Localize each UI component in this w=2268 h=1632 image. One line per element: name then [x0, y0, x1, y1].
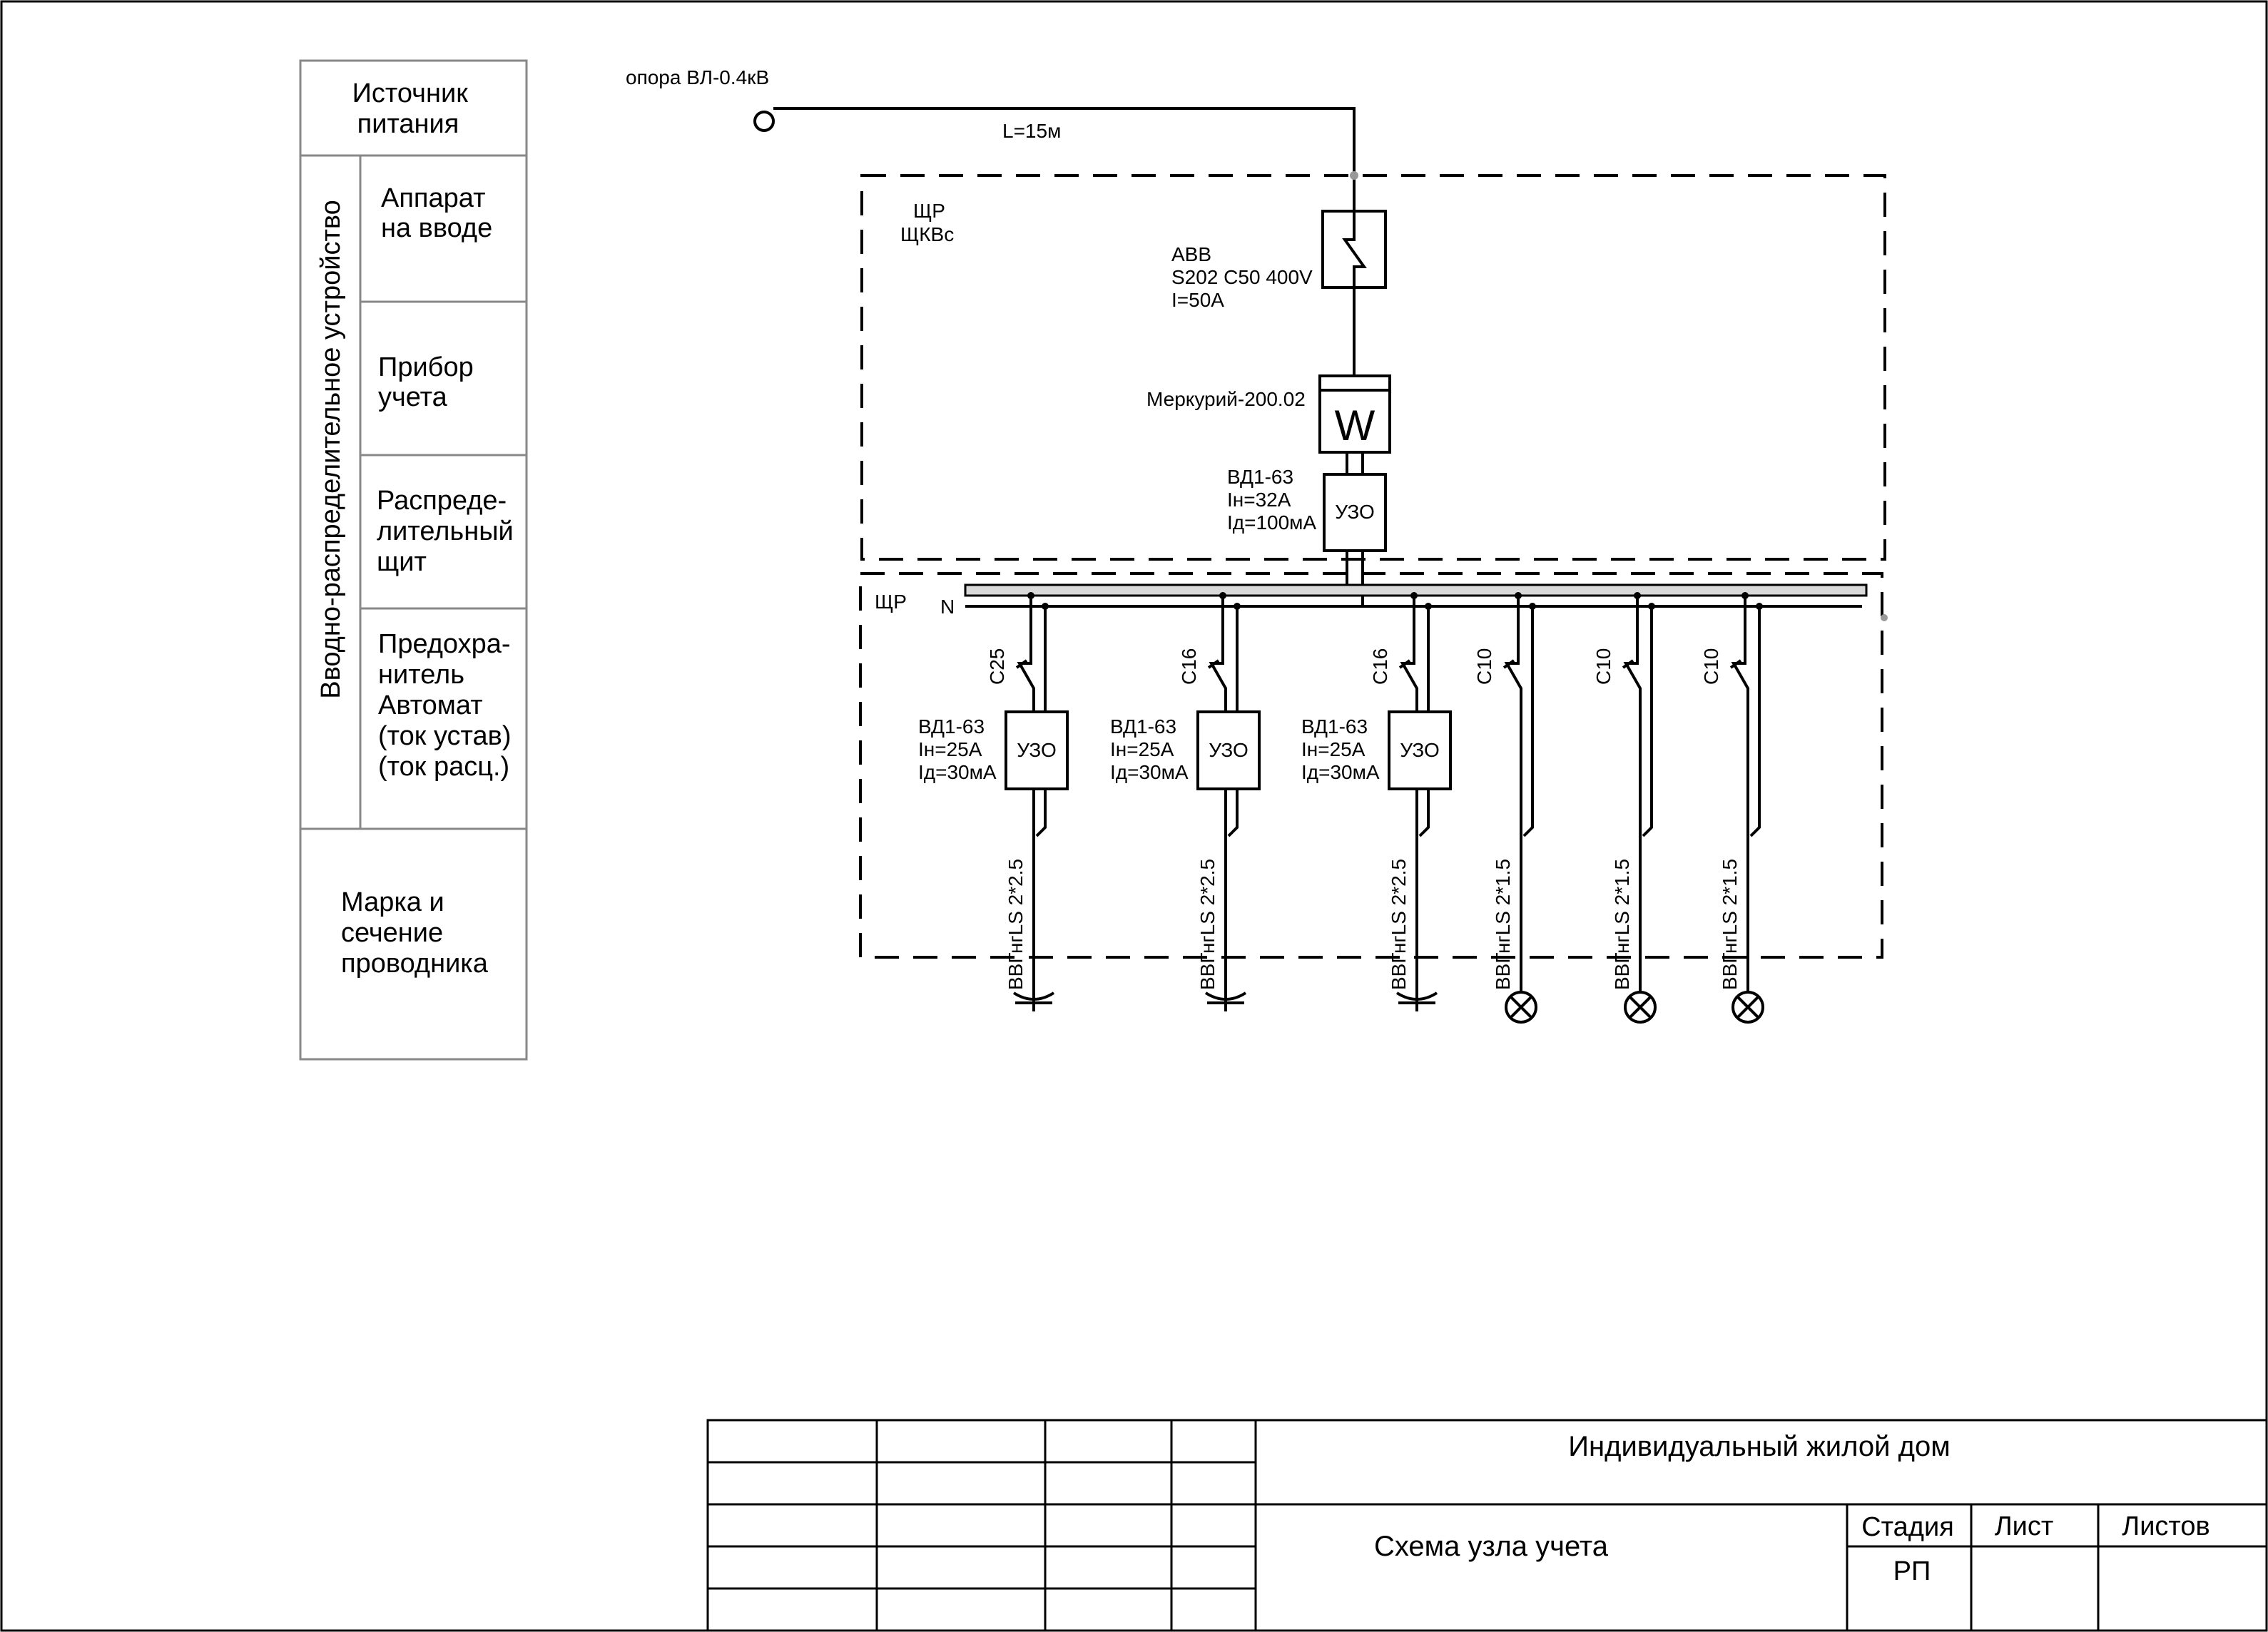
breaker-rating: C10	[1700, 648, 1722, 685]
stage-header: Стадия	[1861, 1512, 1954, 1542]
cable-label: ВВГнгLS 2*1.5	[1719, 859, 1741, 990]
cable-label: ВВГнгLS 2*2.5	[1005, 859, 1027, 990]
meter-symbol: W	[1335, 402, 1375, 449]
project-title: Индивидуальный жилой дом	[1568, 1431, 1950, 1462]
legend-dist-board: Распреде- лительный щит	[377, 486, 521, 577]
socket-icon	[1395, 991, 1438, 1011]
input-board: ЩР ЩКВс ABB S202 C50 400V I=50A W Меркур…	[860, 174, 1886, 606]
pole-label: опора ВЛ-0.4кВ	[626, 66, 769, 88]
neutral-out	[1749, 712, 1761, 837]
lamp-circle	[1624, 991, 1657, 1024]
sheet-title: Схема узла учета	[1374, 1531, 1609, 1562]
sheets-header: Листов	[2122, 1511, 2209, 1541]
legend-table: Источник питания Вводно-распределительно…	[299, 59, 528, 1061]
dist-board-label: ЩР	[875, 591, 907, 613]
neutral-out	[1642, 712, 1653, 837]
lamp-cross	[1736, 995, 1760, 1019]
cable-label: ВВГнгLS 2*1.5	[1492, 859, 1514, 990]
input-rcd-label: ВД1-63 Iн=32А Iд=100мА	[1227, 466, 1316, 534]
pole-terminal-icon	[753, 111, 775, 132]
breaker-switch-icon	[1504, 596, 1522, 712]
line-length-label: L=15м	[1002, 120, 1061, 142]
main-breaker-label: ABB S202 C50 400V I=50A	[1171, 243, 1318, 311]
cable-label: ВВГнгLS 2*1.5	[1611, 859, 1633, 990]
entry-point	[1350, 171, 1358, 180]
breaker-switch-icon	[1400, 596, 1418, 712]
socket-icon	[1204, 991, 1247, 1011]
socket-icon	[1012, 991, 1055, 1011]
lamp-circle	[1505, 991, 1537, 1024]
rcd-symbol: УЗО	[1400, 739, 1440, 761]
lamp-cross	[1628, 995, 1652, 1019]
breaker-hook	[1622, 659, 1634, 669]
breaker-rating: C10	[1592, 648, 1614, 685]
stage-value: РП	[1893, 1556, 1931, 1586]
meter-box	[1318, 374, 1391, 454]
lamp-icon	[1731, 991, 1764, 1024]
legend-source: Источник питания	[352, 78, 476, 139]
breaker-hook	[1207, 659, 1220, 669]
rcd-box	[1196, 710, 1261, 790]
breaker-rating: C16	[1369, 648, 1391, 685]
rcd-box	[1388, 710, 1452, 790]
lamp-cross	[1509, 995, 1533, 1019]
sheet-header: Лист	[1995, 1511, 2054, 1541]
supply-line: опора ВЛ-0.4кВ L=15м	[626, 66, 1358, 211]
breaker-hook	[1502, 659, 1515, 669]
rcd-box	[1005, 710, 1069, 790]
neutral-out	[1035, 789, 1047, 837]
neutral-out	[1227, 789, 1239, 837]
breaker-switch-icon	[1623, 596, 1642, 712]
legend-protection: Предохра- нитель Автомат (ток устав) (то…	[378, 629, 519, 782]
legend-meter: Прибор учета	[378, 352, 481, 412]
title-block: Индивидуальный жилой дом Схема узла учет…	[706, 1419, 2268, 1632]
legend-conductor: Марка и сечение проводника	[341, 887, 489, 979]
lamp-icon	[1624, 991, 1657, 1024]
breaker-rating: C25	[986, 648, 1008, 685]
breaker-hook	[1729, 659, 1742, 669]
neutral-out	[1418, 789, 1430, 837]
input-rcd-box	[1323, 473, 1387, 552]
rcd-symbol: УЗО	[1017, 739, 1057, 761]
meter-label: Меркурий-200.02	[1146, 388, 1306, 410]
input-board-label: ЩР ЩКВс	[900, 200, 954, 245]
legend-vru: Вводно-распределительное устройство	[316, 200, 346, 698]
neutral-out	[1522, 712, 1534, 837]
lamp-circle	[1731, 991, 1764, 1024]
neutral-label: N	[940, 596, 955, 618]
lamp-icon	[1505, 991, 1537, 1024]
breaker-switch-icon	[1731, 596, 1749, 712]
breaker-rating: C10	[1473, 648, 1495, 685]
breaker-hook	[1015, 659, 1028, 669]
rcd-symbol: УЗО	[1209, 739, 1249, 761]
breaker-hook	[1398, 659, 1411, 669]
cable-label: ВВГнгLS 2*2.5	[1388, 859, 1410, 990]
input-rcd-symbol: УЗО	[1335, 501, 1375, 523]
cable-label: ВВГнгLS 2*2.5	[1196, 859, 1219, 990]
breaker-switch-icon	[1209, 596, 1227, 712]
breaker-switch-icon	[1017, 596, 1035, 712]
switch-icon	[1342, 211, 1367, 287]
legend-input-device: Аппарат на вводе	[381, 183, 493, 243]
breaker-rating: C16	[1178, 648, 1200, 685]
